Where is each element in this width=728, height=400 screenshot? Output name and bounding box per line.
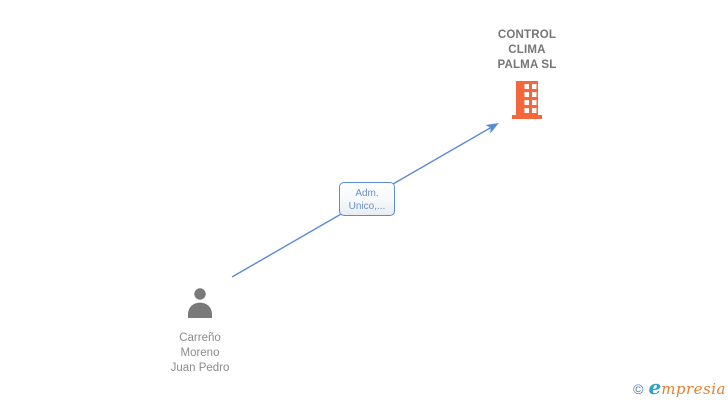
copyright-icon: © [633, 381, 644, 397]
relationship-label-line: Adm. [355, 188, 379, 199]
relationship-label-line: Unico,... [348, 201, 386, 212]
brand-rest: mpresia [661, 380, 726, 398]
company-name-line: CLIMA [508, 44, 546, 56]
relationship-label[interactable]: Adm. Unico,... [339, 182, 395, 216]
person-name: Carreño Moreno Juan Pedro [171, 331, 230, 376]
person-icon [186, 287, 214, 323]
person-node[interactable]: Carreño Moreno Juan Pedro [140, 287, 260, 376]
person-name-line: Juan Pedro [170, 362, 230, 374]
empresia-logo[interactable]: © e mpresia [633, 377, 726, 398]
brand-first-letter: e [648, 375, 662, 399]
company-name-line: PALMA SL [497, 59, 557, 71]
company-node[interactable]: CONTROL CLIMA PALMA SL [457, 28, 597, 124]
company-name-line: CONTROL [497, 29, 557, 41]
company-name: CONTROL CLIMA PALMA SL [497, 28, 556, 73]
person-name-line: Moreno [180, 347, 220, 359]
person-name-line: Carreño [179, 332, 221, 344]
building-icon [512, 81, 542, 124]
